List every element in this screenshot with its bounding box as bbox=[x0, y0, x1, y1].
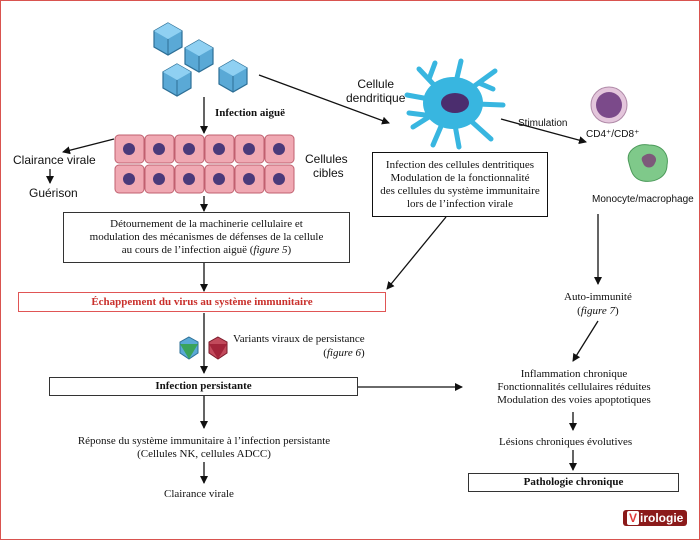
label-auto-immunite: Auto-immunité (figure 7) bbox=[564, 290, 632, 318]
inflammation-line-1: Inflammation chronique bbox=[520, 368, 628, 380]
label-dendritique: dendritique bbox=[346, 91, 406, 105]
dendritic-cell-icon bbox=[404, 58, 506, 150]
detournement-close: ) bbox=[287, 244, 292, 256]
epithelial-cells-icon bbox=[114, 134, 295, 194]
virus-icon bbox=[184, 39, 214, 73]
inflammation-line-2: Fonctionnalités cellulaires réduites bbox=[497, 381, 651, 393]
label-cellule: Cellule bbox=[357, 77, 395, 91]
auto-figure-ref: figure 7 bbox=[580, 305, 615, 317]
label-cd4-cd8: CD4⁺/CD8⁺ bbox=[586, 129, 640, 140]
variant-virus-red-icon bbox=[208, 336, 228, 360]
infection-persistante-box: Infection persistante bbox=[49, 377, 358, 396]
dendritic-box-line-4: lors de l’infection virale bbox=[407, 197, 513, 210]
arrow-cells-to-clairance bbox=[62, 138, 115, 155]
label-inflammation: Inflammation chronique Fonctionnalités c… bbox=[476, 368, 672, 407]
auto-fig-open: ( bbox=[577, 305, 581, 317]
label-lesions: Lésions chroniques évolutives bbox=[499, 436, 633, 448]
detournement-line-1: Détournement de la machinerie cellulaire… bbox=[110, 218, 303, 230]
label-clairance-virale-top: Clairance virale bbox=[13, 153, 96, 167]
variants-fig-open: ( bbox=[323, 347, 327, 359]
label-cellule-dendritique: Cellule dendritique bbox=[346, 77, 405, 105]
label-variants-text: Variants viraux de persistance bbox=[233, 333, 365, 345]
virus-icon bbox=[153, 22, 183, 56]
dendritic-box-line-3: des cellules du système immunitaire bbox=[380, 184, 540, 197]
monocyte-icon bbox=[627, 144, 668, 182]
echappement-box: Échappement du virus au système immunita… bbox=[18, 292, 386, 312]
detournement-line-3: au cours de l’infection aiguë (figure 5) bbox=[122, 244, 291, 257]
variants-fig-close: ) bbox=[360, 347, 365, 359]
auto-immunite-text: Auto-immunité bbox=[564, 291, 632, 303]
inflammation-line-3: Modulation des voies apoptotiques bbox=[497, 394, 651, 406]
label-cellules-cibles: Cellules cibles bbox=[305, 152, 348, 180]
lymphocyte-icon bbox=[590, 86, 628, 124]
detournement-line-2: modulation des mécanismes de défenses de… bbox=[89, 231, 324, 243]
reponse-line-2: (Cellules NK, cellules ADCC) bbox=[137, 448, 271, 460]
logo-initial: V bbox=[627, 511, 640, 525]
variants-figure-ref: figure 6 bbox=[326, 347, 361, 359]
virus-icon bbox=[162, 63, 192, 97]
label-reponse: Réponse du système immunitaire à l’infec… bbox=[69, 435, 339, 461]
logo-text: irologie bbox=[640, 511, 684, 525]
arrow-dendritic-to-echappement bbox=[386, 216, 447, 290]
detournement-line-3-text: au cours de l’infection aiguë ( bbox=[121, 244, 254, 256]
label-variants-fig: (figure 6) bbox=[233, 346, 365, 360]
arrow-dendritic-to-lymphocyte bbox=[500, 118, 587, 145]
label-monocyte: Monocyte/macrophage bbox=[592, 194, 694, 205]
label-variants: Variants viraux de persistance (figure 6… bbox=[233, 332, 365, 360]
variant-virus-green-icon bbox=[179, 336, 199, 360]
arrow-autoimmunite-to-inflammation bbox=[572, 320, 599, 362]
dendritic-infection-box: Infection des cellules dentritiques Modu… bbox=[372, 152, 548, 217]
virus-icon bbox=[218, 59, 248, 93]
label-stimulation: Stimulation bbox=[518, 118, 568, 129]
label-infection-aigue: Infection aiguë bbox=[215, 107, 285, 119]
dendritic-box-line-2: Modulation de la fonctionnalité bbox=[390, 171, 530, 184]
pathologie-chronique-box: Pathologie chronique bbox=[468, 473, 679, 492]
arrow-virus-to-dendritic bbox=[258, 74, 390, 125]
label-guerison: Guérison bbox=[29, 186, 78, 200]
detournement-figure-ref: figure 5 bbox=[253, 244, 288, 256]
label-clairance-virale-bottom: Clairance virale bbox=[164, 488, 234, 500]
detournement-box: Détournement de la machinerie cellulaire… bbox=[63, 212, 350, 263]
auto-fig-close: ) bbox=[614, 305, 619, 317]
reponse-line-1: Réponse du système immunitaire à l’infec… bbox=[77, 435, 331, 447]
auto-immunite-fig: (figure 7) bbox=[564, 304, 632, 318]
dendritic-box-line-1: Infection des cellules dentritiques bbox=[385, 158, 535, 171]
label-cibles: cibles bbox=[313, 166, 344, 180]
label-cellules: Cellules bbox=[305, 152, 348, 166]
